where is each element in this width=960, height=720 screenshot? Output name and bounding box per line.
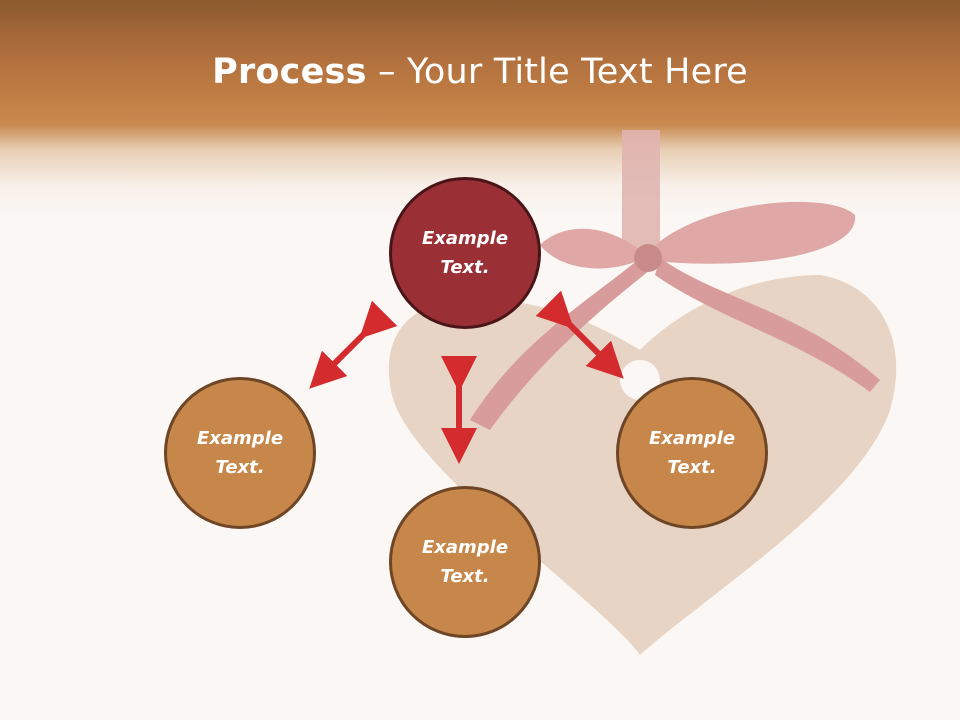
node-bottom-text: Example Text. bbox=[421, 537, 509, 587]
process-node-left[interactable]: Example Text. bbox=[164, 377, 316, 529]
process-node-top[interactable]: Example Text. bbox=[389, 177, 541, 329]
slide-title: Process – Your Title Text Here bbox=[0, 52, 960, 92]
node-left-text: Example Text. bbox=[196, 428, 284, 478]
node-right-text: Example Text. bbox=[648, 428, 736, 478]
node-top-text: Example Text. bbox=[421, 228, 509, 278]
process-node-right[interactable]: Example Text. bbox=[616, 377, 768, 529]
title-rest: – Your Title Text Here bbox=[366, 52, 748, 92]
title-bold: Process bbox=[212, 52, 367, 92]
arrow-top-right bbox=[535, 290, 624, 379]
process-node-bottom[interactable]: Example Text. bbox=[389, 486, 541, 638]
arrow-top-left bbox=[309, 300, 398, 389]
